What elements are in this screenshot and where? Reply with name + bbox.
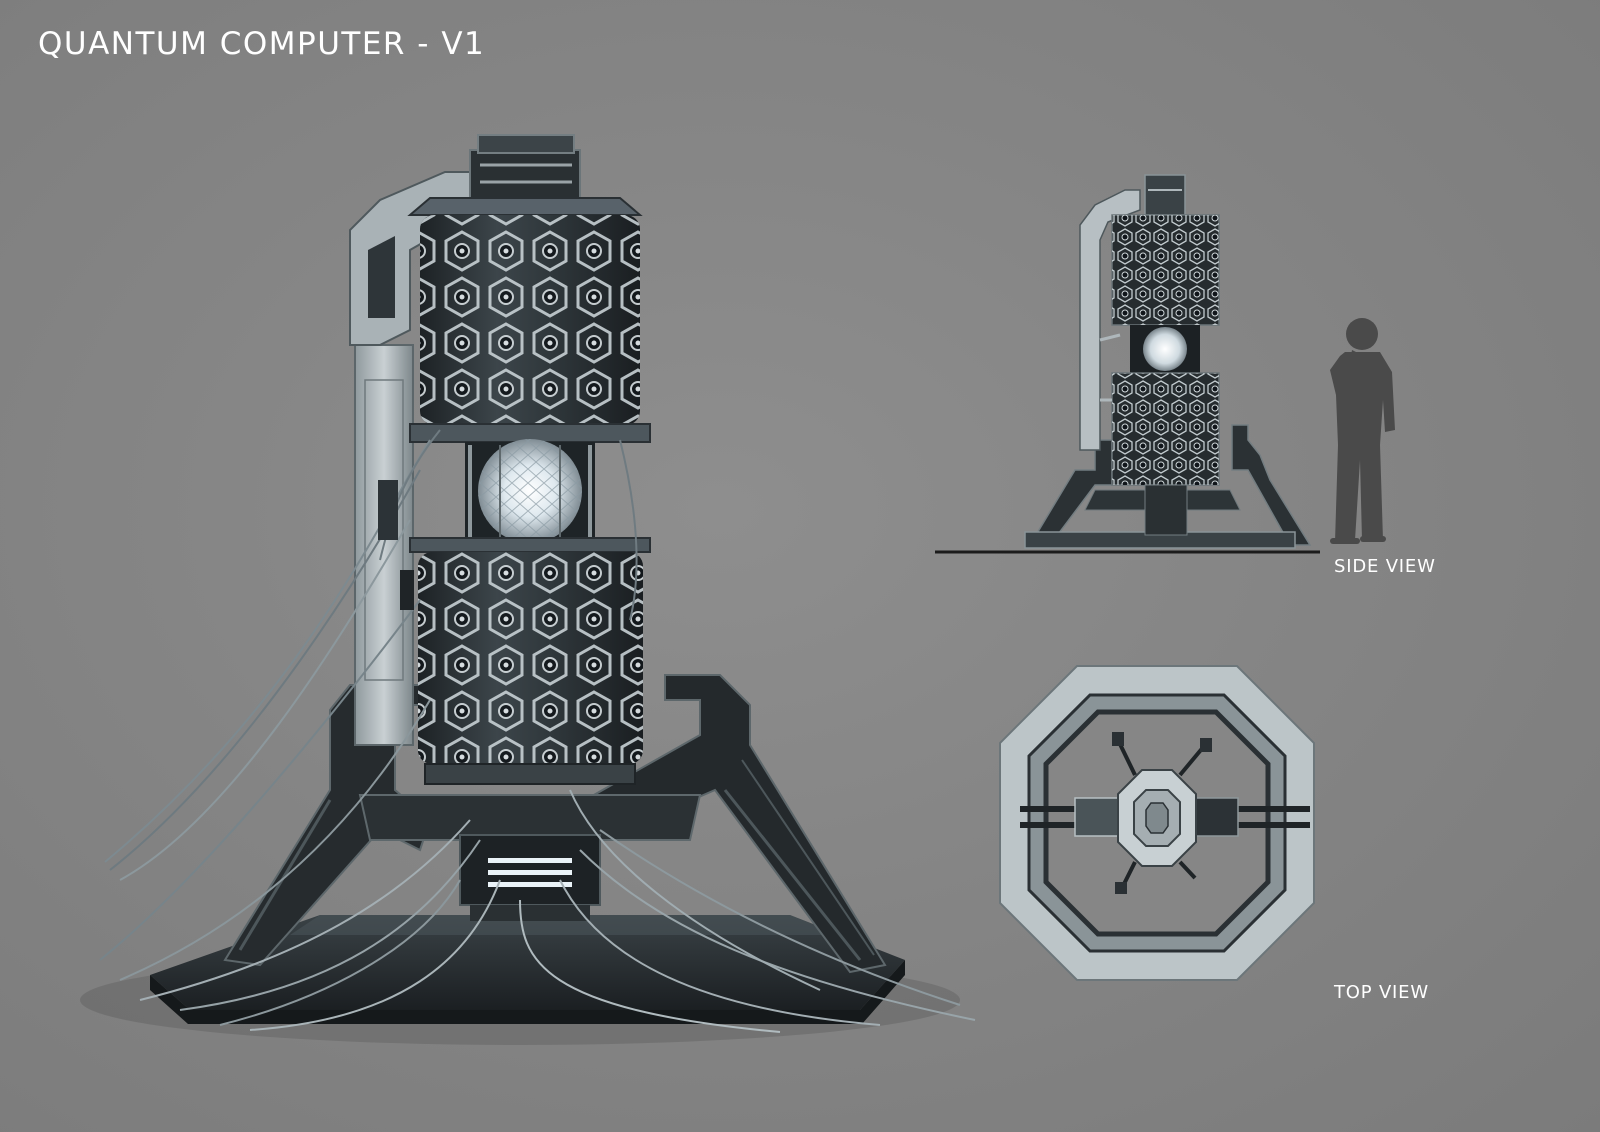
- top-view-beams: [1020, 797, 1310, 837]
- page-title: QUANTUM COMPUTER - V1: [38, 26, 486, 62]
- cable-bundle: [99, 429, 976, 1033]
- glowing-core: [465, 439, 595, 543]
- lower-hub: [358, 794, 702, 921]
- side-view-label: SIDE VIEW: [1334, 556, 1436, 577]
- side-view-leg-right: [1231, 424, 1312, 546]
- support-leg-right: [583, 674, 887, 974]
- side-view-core: [1143, 327, 1187, 371]
- upper-qubit-cylinder: [409, 215, 651, 443]
- top-view-label: TOP VIEW: [1334, 982, 1429, 1003]
- pillar-fittings: [378, 480, 414, 610]
- top-cap: [407, 134, 643, 216]
- base-platform: [150, 915, 905, 1024]
- side-view-top-cap: [1144, 174, 1186, 216]
- lower-qubit-cylinder: [409, 537, 651, 785]
- side-view-pillar: [1079, 189, 1141, 451]
- top-view-render: [999, 665, 1315, 981]
- side-view-render: [935, 174, 1395, 554]
- human-scale-silhouette: [1330, 318, 1395, 544]
- main-perspective-render: [80, 134, 976, 1045]
